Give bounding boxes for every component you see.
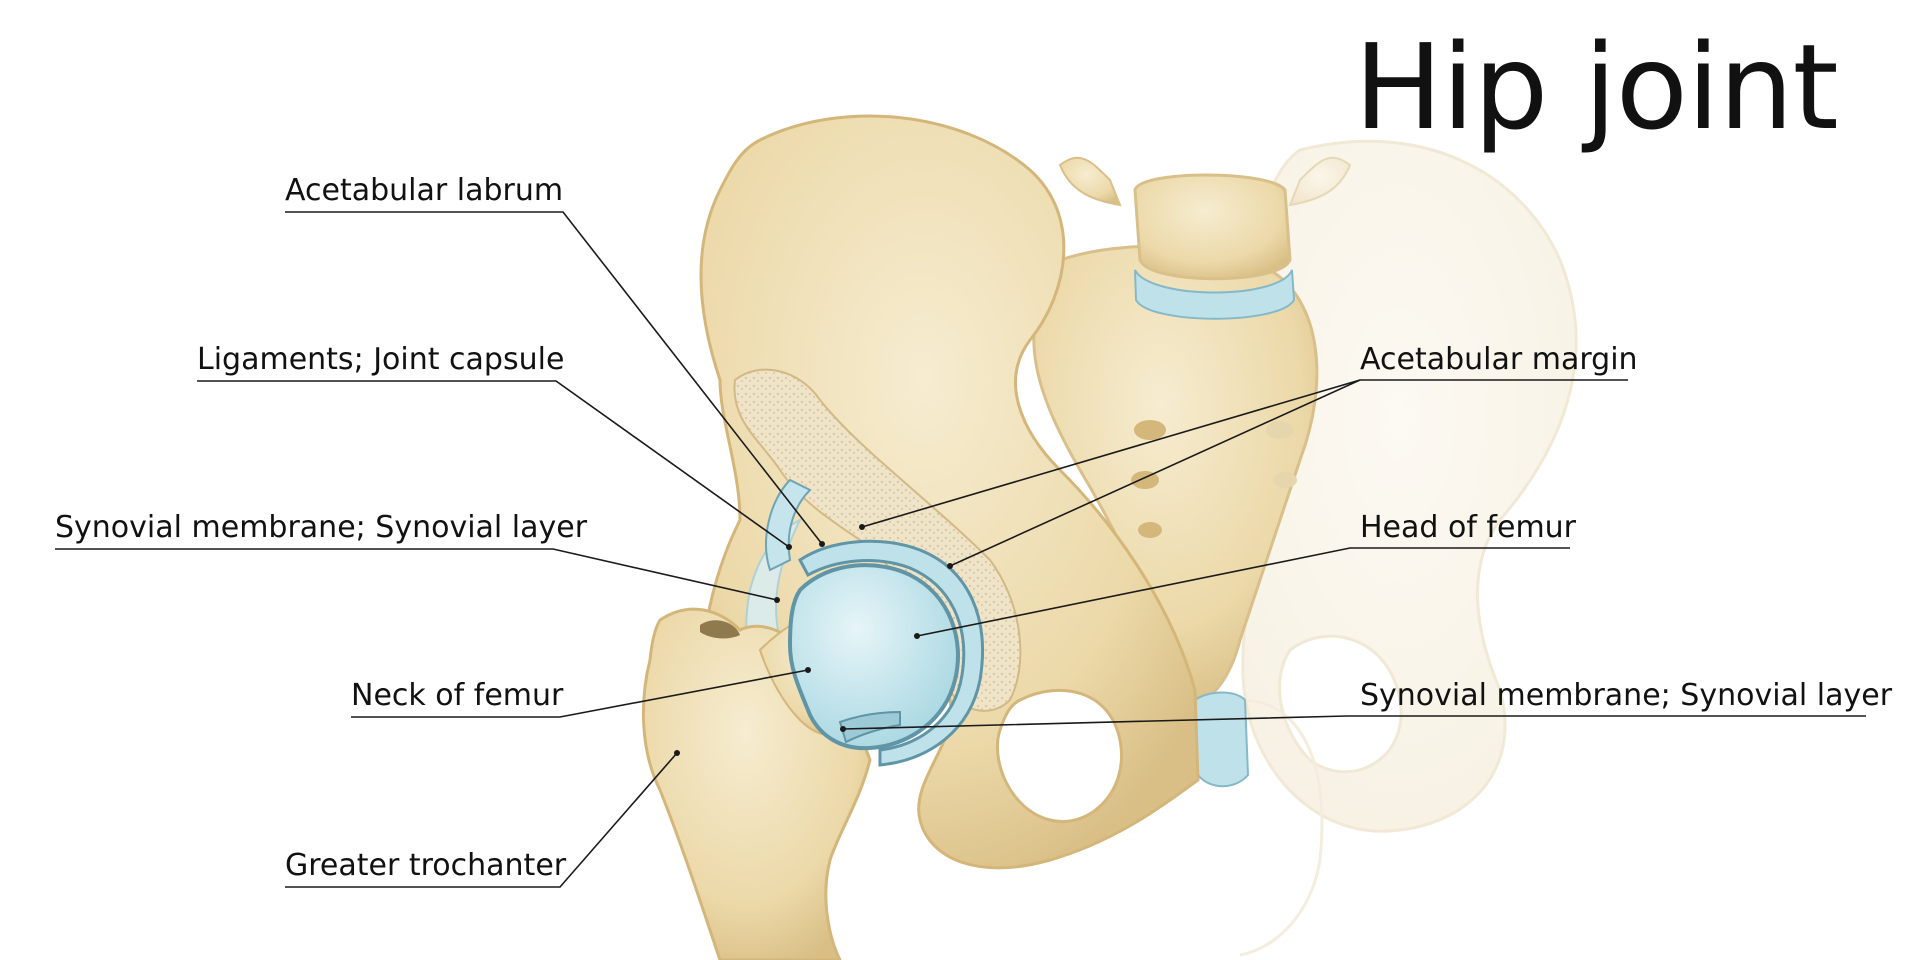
sacrum	[1032, 244, 1319, 702]
label-acetabular-margin: Acetabular margin	[1360, 342, 1638, 377]
label-acetabular-labrum: Acetabular labrum	[285, 173, 564, 208]
label-ligaments-joint-capsule: Ligaments; Joint capsule	[197, 342, 565, 377]
acetabular-cartilage	[798, 539, 984, 767]
leader-neck	[351, 669, 809, 718]
label-neck-of-femur: Neck of femur	[351, 678, 564, 713]
diagram-title: Hip joint	[1354, 18, 1839, 156]
label-synovial-membrane-right: Synovial membrane; Synovial layer	[1360, 678, 1893, 713]
label-head-of-femur: Head of femur	[1360, 510, 1577, 545]
pubic-symphysis	[1193, 691, 1250, 788]
leader-ligaments	[197, 380, 790, 548]
femoral-head	[787, 563, 960, 751]
leader-synovial-left	[55, 548, 778, 601]
leader-greater-trochanter	[285, 752, 678, 888]
leader-synovial-right	[842, 715, 1866, 730]
faint-right-pelvis	[1220, 139, 1578, 957]
synovial-lower	[838, 710, 901, 744]
label-greater-trochanter: Greater trochanter	[285, 848, 567, 883]
lumbar-vertebra	[1058, 156, 1352, 320]
leader-acetabular-labrum	[285, 211, 823, 545]
leader-head	[916, 547, 1570, 637]
label-synovial-membrane-left: Synovial membrane; Synovial layer	[55, 510, 588, 545]
leader-acetabular-margin-1	[861, 379, 1628, 528]
leader-acetabular-margin-2	[949, 379, 1361, 567]
